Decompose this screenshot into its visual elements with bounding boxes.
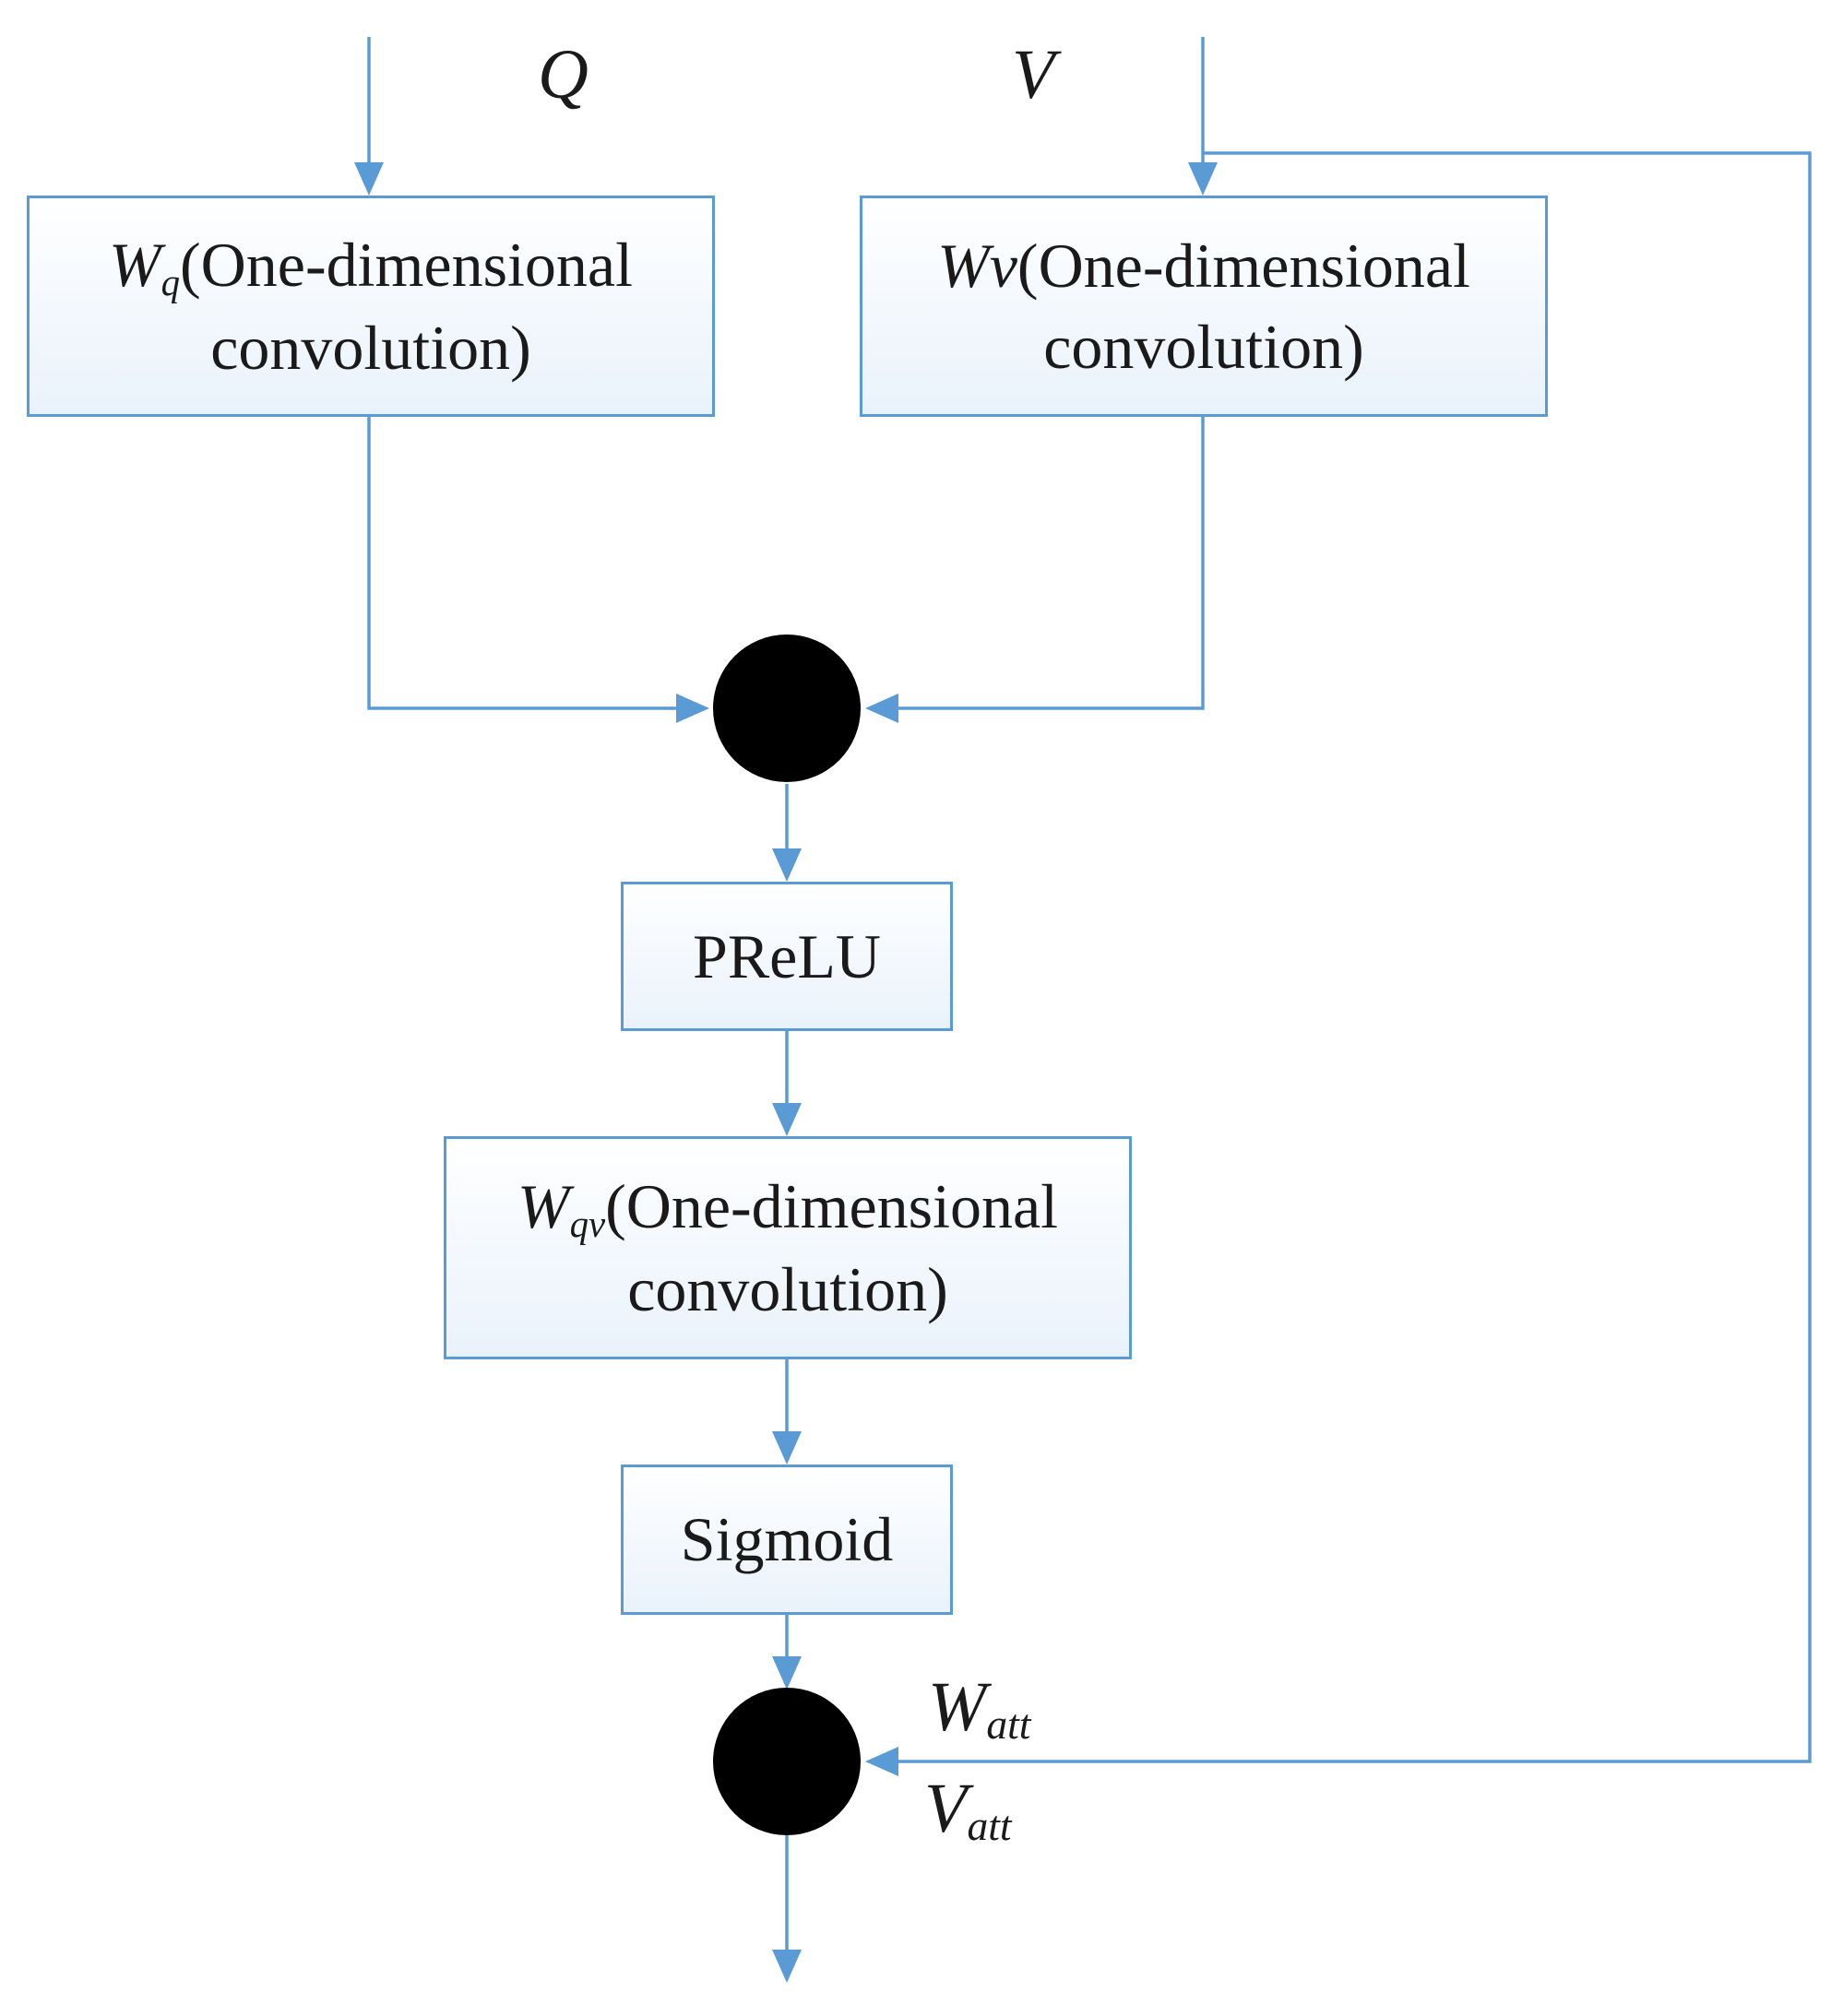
v-input-label: V	[1012, 36, 1055, 113]
prelu-label: PReLU	[693, 920, 881, 991]
wq-text: (One-dimensional	[180, 229, 634, 300]
arrowhead-prelu	[772, 848, 802, 882]
wq-conv-box: Wq(One-dimensional convolution)	[27, 196, 715, 417]
wv-text: (One-dimensional	[1017, 230, 1470, 301]
arrowhead-wv-multiply	[865, 694, 898, 723]
wqv-conv-box: Wqv(One-dimensional convolution)	[444, 1136, 1132, 1359]
v-att-label: Vatt	[924, 1770, 1012, 1850]
wqv-line2: convolution)	[627, 1253, 948, 1324]
sigmoid-label: Sigmoid	[680, 1504, 894, 1575]
multiply-node-2	[713, 1688, 861, 1835]
arrowhead-multiply2	[772, 1656, 802, 1690]
arrowhead-q	[354, 162, 384, 196]
sigmoid-box: Sigmoid	[621, 1465, 953, 1615]
prelu-box: PReLU	[621, 882, 953, 1031]
arrowhead-wq-multiply	[676, 694, 709, 723]
v-bypass-line	[881, 151, 1812, 1763]
arrowhead-output	[772, 1950, 802, 1983]
wqv-subscript: qv	[569, 1203, 606, 1245]
wq-symbol: W	[108, 229, 161, 300]
arrowhead-wqv	[772, 1103, 802, 1136]
q-input-label: Q	[538, 36, 589, 113]
wq-to-multiply-line	[367, 417, 687, 710]
multiply-node-1	[713, 634, 861, 782]
wqv-symbol: W	[517, 1170, 570, 1241]
wq-line2: convolution)	[210, 312, 531, 383]
arrowhead-bypass-multiply	[865, 1747, 898, 1776]
arrowhead-sigmoid	[772, 1431, 802, 1465]
wv-to-multiply-line	[887, 417, 1205, 710]
wv-conv-box: Wv(One-dimensional convolution)	[860, 196, 1548, 417]
arrowhead-v	[1188, 162, 1218, 196]
w-att-label: Watt	[928, 1668, 1031, 1749]
wq-subscript: q	[161, 261, 181, 303]
wv-symbol: Wv	[937, 230, 1017, 301]
wqv-text: (One-dimensional	[605, 1170, 1059, 1241]
wv-line2: convolution)	[1043, 312, 1364, 382]
